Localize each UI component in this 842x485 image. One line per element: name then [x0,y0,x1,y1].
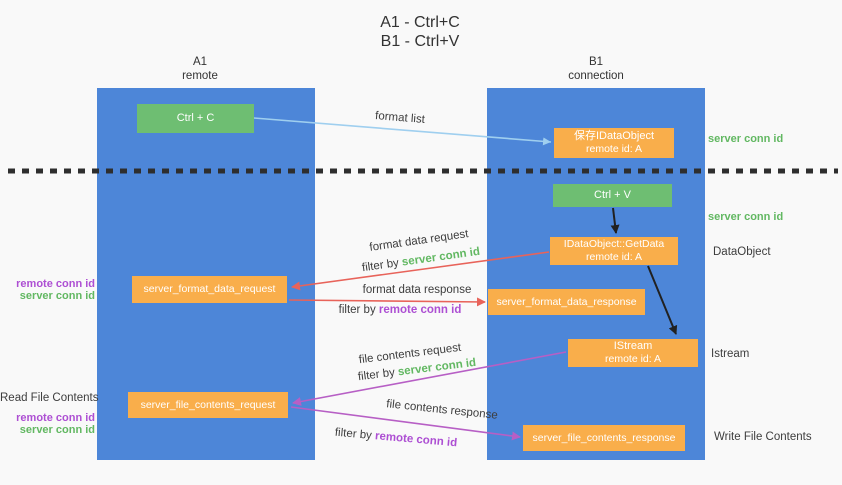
write-file-contents-annotation: Write File Contents [714,431,812,443]
file-contents-request-arrow [292,351,567,406]
title-line-1: A1 - Ctrl+C [380,14,460,31]
server-file-contents-response-node: server_file_contents_response [523,425,685,451]
server-file-contents-response-label: server_file_contents_response [532,431,676,444]
save-dataobject-line1: 保存IDataObject [573,130,655,142]
left-column-header: A1 remote [140,55,260,83]
idataobject-getdata-line1: IDataObject::GetData [563,238,665,250]
server-conn-id-annotation-left2: server conn id [19,424,95,436]
idataobject-getdata-line2: remote id: A [585,251,643,263]
server-conn-id-annotation-mid: server conn id [708,211,784,223]
istream-node: IStream remote id: A [568,339,698,367]
istream-line2: remote id: A [604,353,662,365]
read-file-contents-annotation: Read File Contents [0,392,99,404]
title-line-2: B1 - Ctrl+V [380,33,460,50]
dataobject-annotation: DataObject [713,246,771,258]
server-format-data-response-label: server_format_data_response [496,295,637,308]
remote-conn-id-annotation-left2: remote conn id [16,412,95,424]
ctrl-v-label: Ctrl + V [594,189,631,201]
save-dataobject-node: 保存IDataObject remote id: A [554,128,674,158]
getdata-to-istream-arrow [647,265,678,335]
format-data-response-arrow-label: format data response [362,284,472,296]
server-file-contents-request-node: server_file_contents_request [128,392,288,418]
ctrl-c-node: Ctrl + C [137,104,254,133]
file-contents-response-arrow [290,406,521,441]
server-format-data-request-label: server_format_data_request [143,283,276,295]
format-list-arrow [253,117,552,146]
left-column-name: A1 [192,56,208,68]
server-file-contents-request-label: server_file_contents_request [140,398,276,411]
remote-conn-id-annotation-left1: remote conn id [16,278,95,290]
server-format-data-response-node: server_format_data_response [488,289,645,315]
istream-line1: IStream [613,340,653,352]
save-dataobject-line2: remote id: A [585,143,643,155]
left-column-subtitle: remote [182,70,218,82]
server-conn-id-annotation-left1: server conn id [19,290,95,302]
diagram-title: A1 - Ctrl+C B1 - Ctrl+V [300,13,540,51]
istream-annotation: Istream [711,348,750,360]
ctrlv-to-getdata-arrow [610,207,620,234]
right-column-subtitle: connection [568,70,624,82]
ctrl-v-node: Ctrl + V [553,184,672,207]
right-column-header: B1 connection [536,55,656,83]
remote-conn-id-filter-text: remote conn id [378,304,462,316]
filter-by-text: filter by [338,304,376,316]
server-format-data-request-node: server_format_data_request [132,276,287,303]
idataobject-getdata-node: IDataObject::GetData remote id: A [550,237,678,265]
format-data-request-arrow [291,251,550,291]
ctrl-c-label: Ctrl + C [176,112,215,124]
server-conn-id-annotation-top: server conn id [708,133,784,145]
right-column-name: B1 [588,56,604,68]
format-data-response-arrow [288,297,486,307]
filter-by-remote-conn-id-label-1: filter by remote conn id [339,304,462,316]
